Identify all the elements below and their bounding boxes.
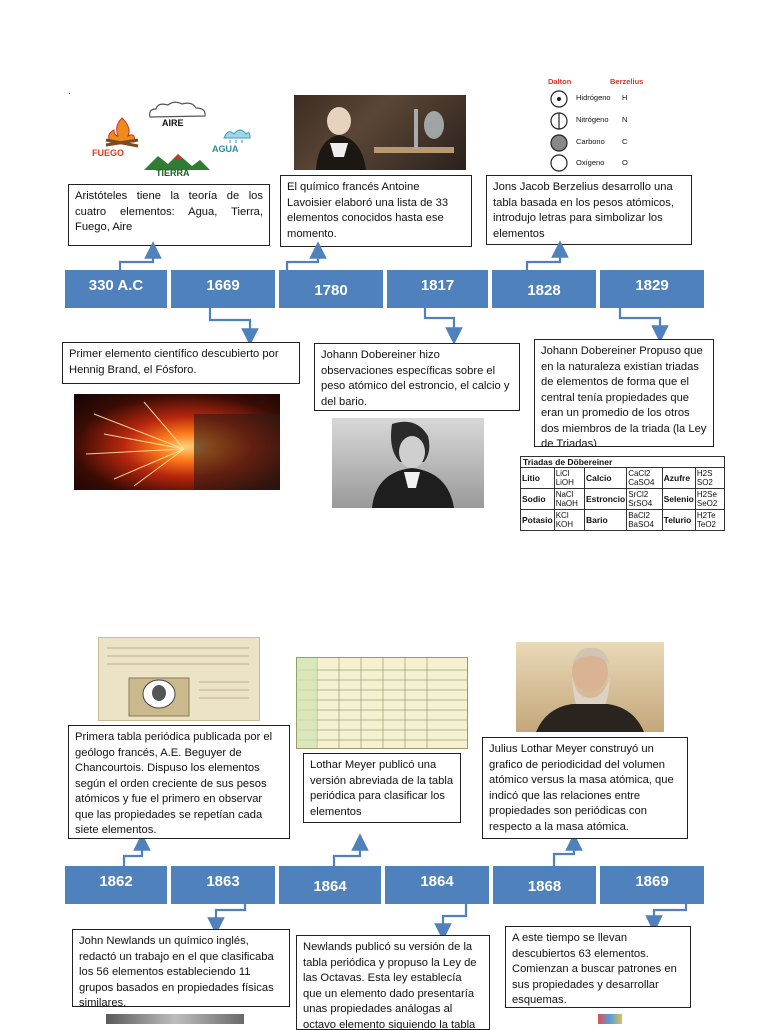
table-cell: LiCl LiOH [553, 467, 586, 489]
event-box-1862: Primera tabla periódica publicada por el… [68, 725, 290, 839]
event-box-1828: Jons Jacob Berzelius desarrollo una tabl… [486, 175, 692, 245]
year-1829: 1829 [600, 270, 704, 308]
table-cell: NaCl NaOH [553, 488, 586, 510]
table-cell: Sodio [520, 488, 555, 510]
year-1863: 1863 [171, 866, 275, 904]
legend-symbol: H [622, 93, 628, 102]
event-box-1780: El químico francés Antoine Lavoisier ela… [280, 175, 472, 247]
chancourtois-document-image [98, 637, 260, 721]
year-1864-a: 1864 [279, 866, 381, 904]
event-box-1868: Julius Lothar Meyer construyó un grafico… [482, 737, 688, 839]
portrait-icon [536, 647, 644, 732]
year-1828: 1828 [492, 270, 596, 308]
event-box-330ac: Aristóteles tiene la teoría de los cuatr… [68, 184, 270, 246]
event-box-1869: A este tiempo se llevan descubiertos 63 … [505, 926, 691, 1008]
table-cell: Bario [583, 509, 628, 531]
newlands-portrait-partial [106, 1014, 244, 1024]
table-row: Litio LiCl LiOH Calcio CaCl2 CaSO4 Azufr… [520, 467, 726, 489]
legend-name: Carbono [576, 137, 605, 146]
legend-name: Nitrógeno [576, 115, 609, 124]
tierra-label: TIERRA [156, 168, 190, 178]
event-box-1669: Primer elemento científico descubierto p… [62, 342, 300, 384]
document-icon [107, 647, 249, 717]
legend-symbol: N [622, 115, 628, 124]
year-1864-b: 1864 [385, 866, 489, 904]
table-cell: Litio [520, 467, 555, 489]
table-row: Sodio NaCl NaOH Estroncio SrCl2 SrSO4 Se… [520, 488, 726, 510]
fire-icon [105, 117, 139, 148]
legend-symbol: O [622, 158, 628, 167]
stray-dot: . [68, 86, 71, 97]
year-1869: 1869 [600, 866, 704, 904]
table-cell: CaCl2 CaSO4 [626, 467, 663, 489]
table-cell: Selenio [661, 488, 696, 510]
event-box-1863: John Newlands un químico inglés, redactó… [72, 929, 290, 1007]
table-row: Potasio KCl KOH Bario BaCl2 BaSO4 Teluri… [520, 509, 726, 531]
event-box-1864b: Newlands publicó su versión de la tabla … [296, 935, 490, 1030]
portrait-icon [372, 421, 454, 508]
grid-table-icon [297, 658, 467, 748]
legend-name: Hidrógeno [576, 93, 611, 102]
table-cell: Calcio [583, 467, 628, 489]
event-box-1817: Johann Dobereiner hizo observaciones esp… [314, 343, 520, 411]
portrait-icon [316, 107, 454, 170]
table-cell: H2Se SeO2 [694, 488, 726, 510]
table-cell: Telurio [661, 509, 696, 531]
sparks-icon [85, 401, 280, 490]
lavoisier-portrait [294, 95, 466, 170]
year-1817: 1817 [387, 270, 488, 308]
legend-symbol: C [622, 137, 628, 146]
phosphorus-sparks-image [74, 394, 280, 490]
carbon-symbol-icon [550, 134, 568, 152]
lothar-meyer-portrait [516, 642, 664, 732]
triadas-title: Triadas de Döbereiner [520, 456, 725, 467]
aire-label: AIRE [162, 118, 184, 128]
event-box-1864a: Lothar Meyer publicó una versión abrevia… [303, 753, 461, 823]
year-1780: 1780 [279, 270, 383, 308]
table-cell: Potasio [520, 509, 555, 531]
table-cell: KCl KOH [553, 509, 586, 531]
year-1868: 1868 [493, 866, 596, 904]
dalton-berzelius-legend: Dalton Berzelius Hidrógeno H Nitrógeno N… [540, 76, 650, 172]
table-cell: H2S SO2 [694, 467, 726, 489]
agua-label: AGUA [212, 144, 239, 154]
triadas-table: Triadas de Döbereiner Litio LiCl LiOH Ca… [520, 456, 726, 531]
table-cell: H2Te TeO2 [694, 509, 726, 531]
oxygen-symbol-icon [550, 154, 568, 172]
year-1862: 1862 [65, 866, 167, 904]
fuego-label: FUEGO [92, 148, 125, 158]
hydrogen-symbol-icon [550, 90, 568, 108]
dalton-label: Dalton [548, 77, 572, 86]
table-cell: SrCl2 SrSO4 [626, 488, 663, 510]
event-box-1829: Johann Dobereiner Propuso que en la natu… [534, 339, 714, 447]
nitrogen-symbol-icon [550, 112, 568, 130]
meyer-periodic-table-image [296, 657, 468, 749]
cube-image-partial [598, 1014, 622, 1024]
dobereiner-portrait [332, 418, 484, 508]
year-330ac: 330 A.C [65, 270, 167, 308]
cloud-icon [149, 101, 206, 118]
water-icon [223, 129, 251, 143]
legend-name: Oxígeno [576, 158, 605, 167]
table-cell: BaCl2 BaSO4 [626, 509, 663, 531]
year-1669: 1669 [171, 270, 275, 308]
table-cell: Azufre [661, 467, 696, 489]
berzelius-label: Berzelius [610, 77, 644, 86]
four-elements-image: AIRE FUEGO AGUA TIERRA [88, 100, 258, 178]
table-cell: Estroncio [583, 488, 628, 510]
mountain-icon [144, 154, 210, 170]
